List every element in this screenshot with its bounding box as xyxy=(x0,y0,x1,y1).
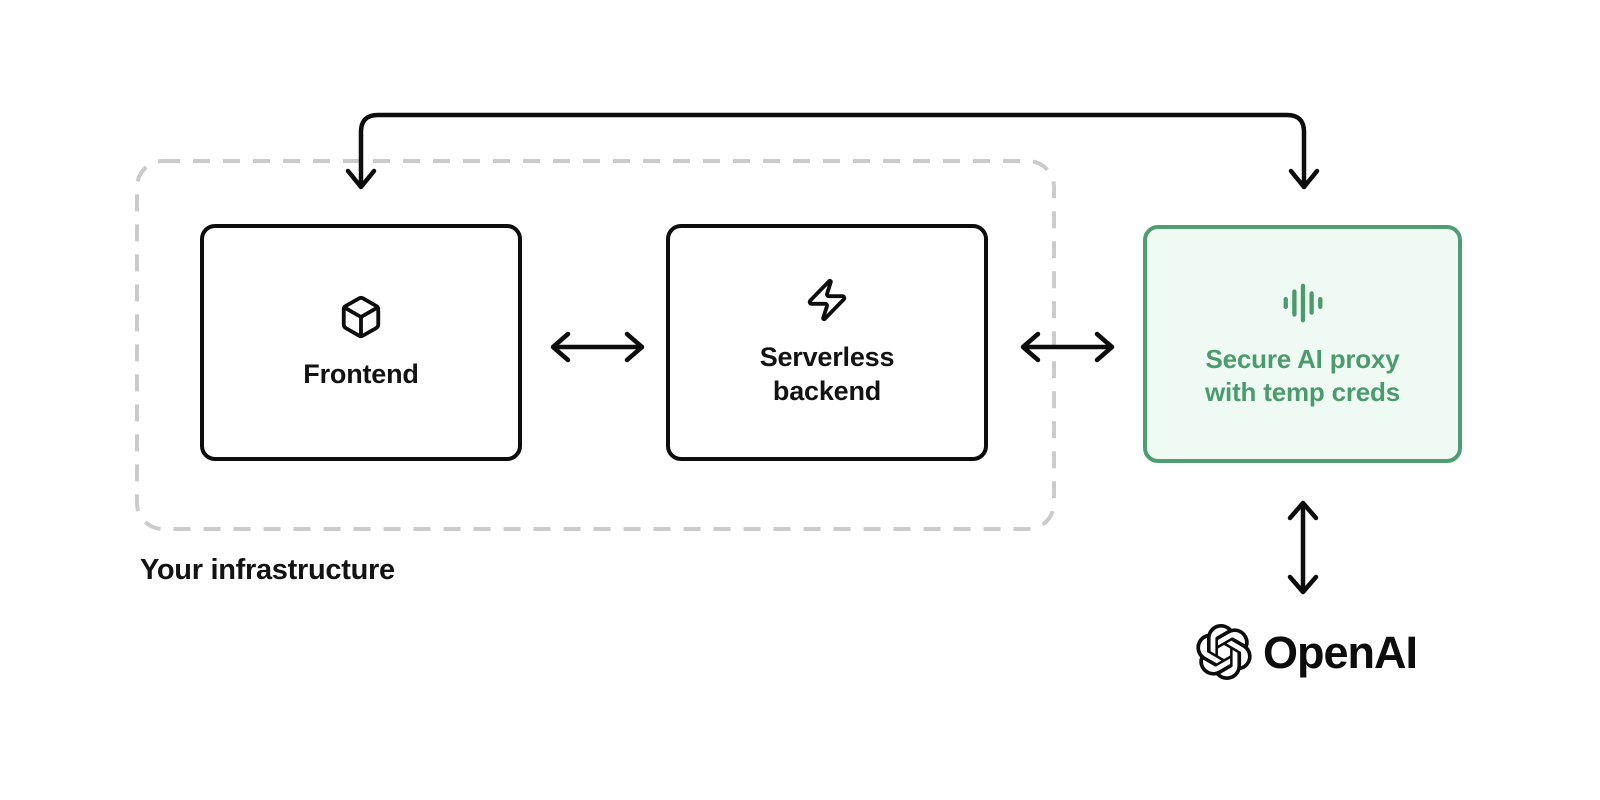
arrow-frontend-proxy-over-top xyxy=(345,112,1320,190)
node-frontend: Frontend xyxy=(200,224,522,461)
openai-logo-icon xyxy=(1196,624,1252,680)
node-serverless-backend-label: Serverless backend xyxy=(759,341,895,406)
node-secure-ai-proxy-label: Secure AI proxy with temp creds xyxy=(1205,343,1400,407)
arrow-frontend-backend xyxy=(550,331,645,363)
node-serverless-backend: Serverless backend xyxy=(666,224,988,461)
node-frontend-label: Frontend xyxy=(303,358,419,389)
openai-logo: OpenAI xyxy=(1196,622,1418,682)
infrastructure-label: Your infrastructure xyxy=(140,554,395,586)
arrow-backend-proxy xyxy=(1020,331,1115,363)
box-icon xyxy=(341,295,381,339)
zap-icon xyxy=(807,278,847,322)
arrow-proxy-openai xyxy=(1287,500,1319,595)
openai-wordmark: OpenAI xyxy=(1263,626,1418,678)
node-secure-ai-proxy: Secure AI proxy with temp creds xyxy=(1143,225,1462,463)
audio-lines-icon xyxy=(1283,283,1322,323)
